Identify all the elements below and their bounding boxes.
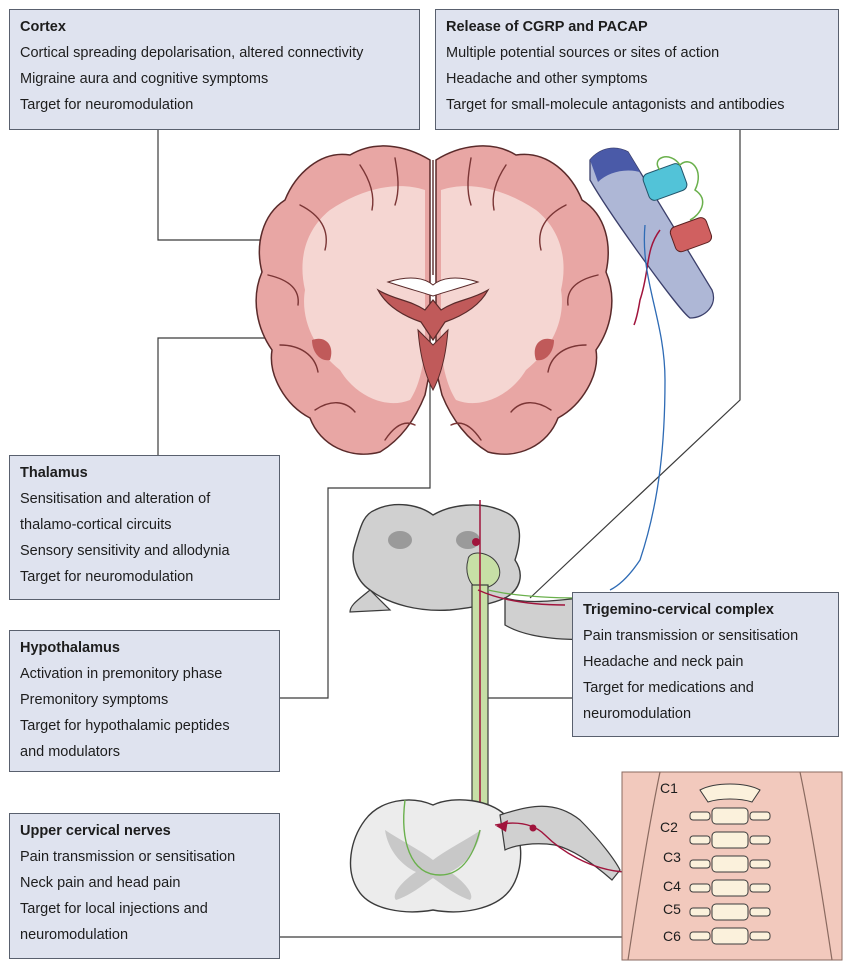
- vertebra-label-c3: C3: [663, 849, 681, 865]
- vessel-blue-nerve: [609, 224, 666, 591]
- cortex-line-2: Migraine aura and cognitive symptoms: [20, 71, 269, 87]
- hypothalamus-line-4: and modulators: [20, 744, 120, 760]
- neck-outline: [627, 771, 833, 961]
- hypothalamus-line-1: Activation in premonitory phase: [20, 666, 223, 682]
- cortex-title: Cortex: [20, 19, 66, 35]
- blood-vessel-illustration: [589, 147, 715, 591]
- spinal-grey-matter: [385, 830, 481, 900]
- white-matter-left: [302, 186, 425, 404]
- hypothalamus-title: Hypothalamus: [20, 640, 120, 656]
- insula-right: [534, 338, 554, 361]
- brain-coronal-section: [255, 145, 613, 455]
- connector-hypothalamus: [280, 372, 431, 699]
- white-matter-right: [441, 186, 564, 404]
- vertebra-label-c1: C1: [660, 780, 678, 796]
- spinal-cord-section: [349, 799, 626, 913]
- cervical-nerve-root: [499, 805, 621, 881]
- thalamus-title: Thalamus: [20, 465, 88, 481]
- trigeminal-red-afferent: [477, 589, 566, 606]
- insula-left: [312, 338, 332, 361]
- lateral-ventricles: [376, 288, 490, 342]
- trigemino-line-4: neuromodulation: [583, 706, 692, 722]
- hypothalamus-line-2: Premonitory symptoms: [20, 692, 169, 708]
- cervical-title: Upper cervical nerves: [20, 823, 171, 839]
- brainstem-outline: [352, 503, 521, 612]
- brainstem-red-neuron: [472, 538, 480, 546]
- brain-sulci: [267, 157, 599, 441]
- release-title: Release of CGRP and PACAP: [446, 19, 648, 35]
- trigemino-title: Trigemino-cervical complex: [583, 602, 774, 618]
- cortex-line-1: Cortical spreading depolarisation, alter…: [20, 45, 364, 61]
- vertebra-label-c5: C5: [663, 901, 681, 917]
- connector-release: [529, 128, 741, 599]
- cervical-line-4: neuromodulation: [20, 927, 129, 943]
- corpus-callosum: [386, 277, 480, 297]
- thalamus-line-1: Sensitisation and alteration of: [20, 491, 211, 507]
- trigemino-line-2: Headache and neck pain: [583, 654, 744, 670]
- thalamus-line-3: Sensory sensitivity and allodynia: [20, 543, 230, 559]
- cervical-line-3: Target for local injections and: [20, 901, 208, 917]
- release-line-3: Target for small-molecule antagonists an…: [446, 97, 785, 113]
- cervical-red-afferent: [494, 822, 626, 873]
- spinal-green-fibre: [403, 799, 481, 876]
- cervical-line-1: Pain transmission or sensitisation: [20, 849, 236, 865]
- thalamus-region: [417, 328, 449, 392]
- cervical-arrow-head: [496, 820, 508, 832]
- blood-vessel-dark-edge: [590, 148, 640, 182]
- vertebra-label-c2: C2: [660, 819, 678, 835]
- cortex-line-3: Target for neuromodulation: [20, 97, 194, 113]
- trigemino-line-1: Pain transmission or sensitisation: [583, 628, 799, 644]
- thalamus-line-2: thalamo-cortical circuits: [20, 517, 172, 533]
- cervical-line-2: Neck pain and head pain: [20, 875, 181, 891]
- trigemino-box: Trigemino-cervical complex Pain transmis…: [572, 592, 839, 737]
- trigemino-line-3: Target for medications and: [583, 680, 754, 696]
- brainstem-left-root: [349, 589, 392, 613]
- brainstem-nucleus-left: [388, 531, 412, 549]
- neck-spine-panel: C1 C2 C3 C4 C5 C6: [621, 771, 843, 961]
- connector-cortex: [157, 130, 290, 241]
- vertebra-label-c4: C4: [663, 878, 681, 894]
- vertebra-label-c6: C6: [663, 928, 681, 944]
- hypothalamus-box: Hypothalamus Activation in premonitory p…: [9, 630, 280, 772]
- release-line-2: Headache and other symptoms: [446, 71, 648, 87]
- cervical-ganglion-neuron: [529, 824, 537, 832]
- hypothalamus-line-3: Target for hypothalamic peptides: [20, 718, 230, 734]
- thalamus-box: Thalamus Sensitisation and alteration of…: [9, 455, 280, 600]
- vessel-red-nerve: [633, 229, 661, 326]
- release-box: Release of CGRP and PACAP Multiple poten…: [435, 9, 839, 130]
- cortex-box: Cortex Cortical spreading depolarisation…: [9, 9, 420, 130]
- vertebra-labels: C1 C2 C3 C4 C5 C6: [660, 780, 681, 944]
- cgrp-receptor-cylinder: [642, 163, 688, 201]
- thalamus-line-4: Target for neuromodulation: [20, 569, 194, 585]
- release-line-1: Multiple potential sources or sites of a…: [446, 45, 720, 61]
- cervical-vertebrae: [689, 783, 771, 945]
- trigeminal-green-afferent: [487, 589, 581, 599]
- spinal-cord-outline: [349, 799, 522, 913]
- pacap-receptor-cylinder: [669, 217, 713, 253]
- cervical-box: Upper cervical nerves Pain transmission …: [9, 813, 280, 959]
- vessel-green-nerve: [656, 156, 704, 221]
